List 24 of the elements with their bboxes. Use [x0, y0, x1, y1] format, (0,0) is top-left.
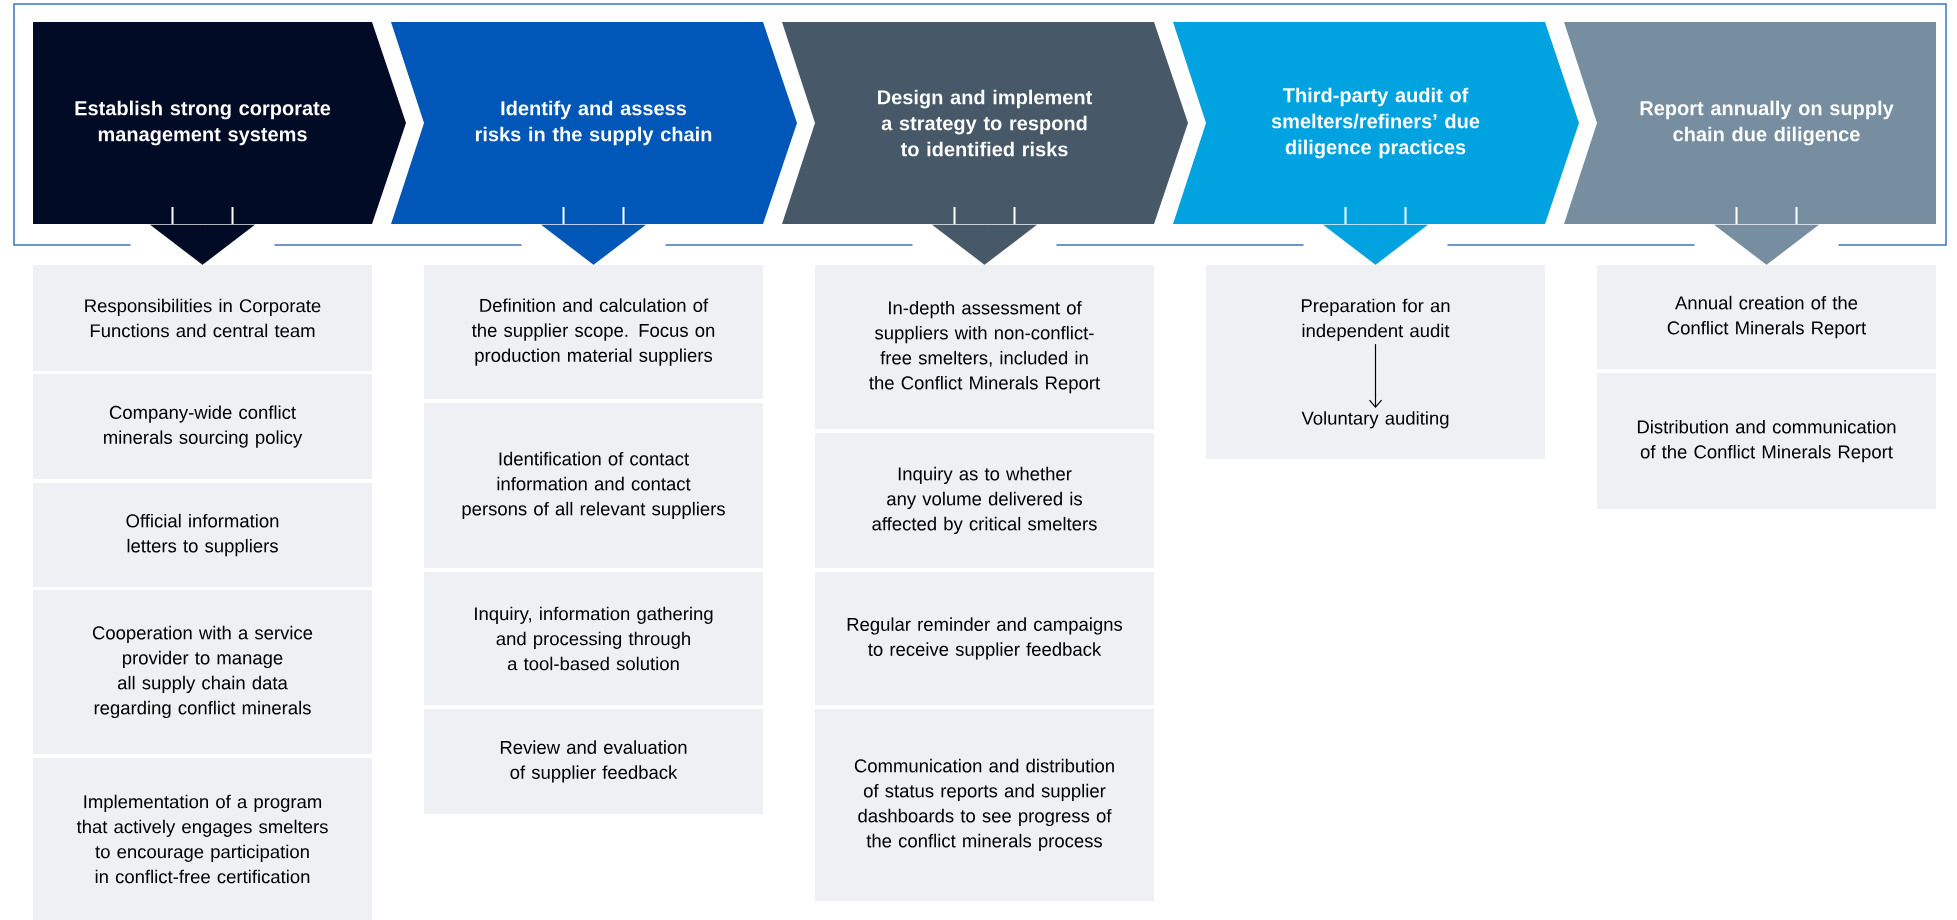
arrow	[1323, 224, 1428, 265]
arrow	[932, 224, 1037, 265]
step-box: Annual creation of the Conflict Minerals Report	[1597, 265, 1936, 369]
step-text: Preparation for an independent audit	[1301, 298, 1450, 341]
step-box: Inquiry, information gathering and processing through a tool-based solution	[424, 572, 763, 705]
step-box	[1206, 265, 1545, 459]
step-box: Communication and distribution of status reports and supplier dashboards to see progress of the conflict minerals process	[815, 709, 1154, 901]
step-box: Company-wide conflict minerals sourcing policy	[33, 374, 372, 479]
step-box: Inquiry as to whether any volume delivered is affected by critical smelters	[815, 433, 1154, 568]
arrow	[1368, 343, 1383, 408]
step-box: Cooperation with a service provider to manage all supply chain data regarding conflict minerals	[33, 590, 372, 754]
step-box: Definition and calculation of the supplier scope. Focus on production material suppliers	[424, 265, 763, 399]
arrow	[1714, 224, 1819, 265]
step-box: Distribution and communication of the Conflict Minerals Report	[1597, 373, 1936, 509]
step-box: Review and evaluation of supplier feedback	[424, 709, 763, 814]
arrow	[541, 224, 646, 265]
step-box: Regular reminder and campaigns to receive supplier feedback	[815, 572, 1154, 705]
step-box: Responsibilities in Corporate Functions and central team	[33, 265, 372, 371]
step-box: In-depth assessment of suppliers with non-conflict-free smelters, included in the Conflict Minerals Report	[815, 265, 1154, 429]
step-text: Voluntary auditing	[1301, 411, 1449, 429]
step-box: Official information letters to suppliers	[33, 483, 372, 587]
step-box: Identification of contact information and contact persons of all relevant suppliers	[424, 403, 763, 568]
step-box: Implementation of a program that actively engages smelters to encourage participation in conflict-free certification	[33, 758, 372, 920]
arrow	[150, 224, 255, 265]
